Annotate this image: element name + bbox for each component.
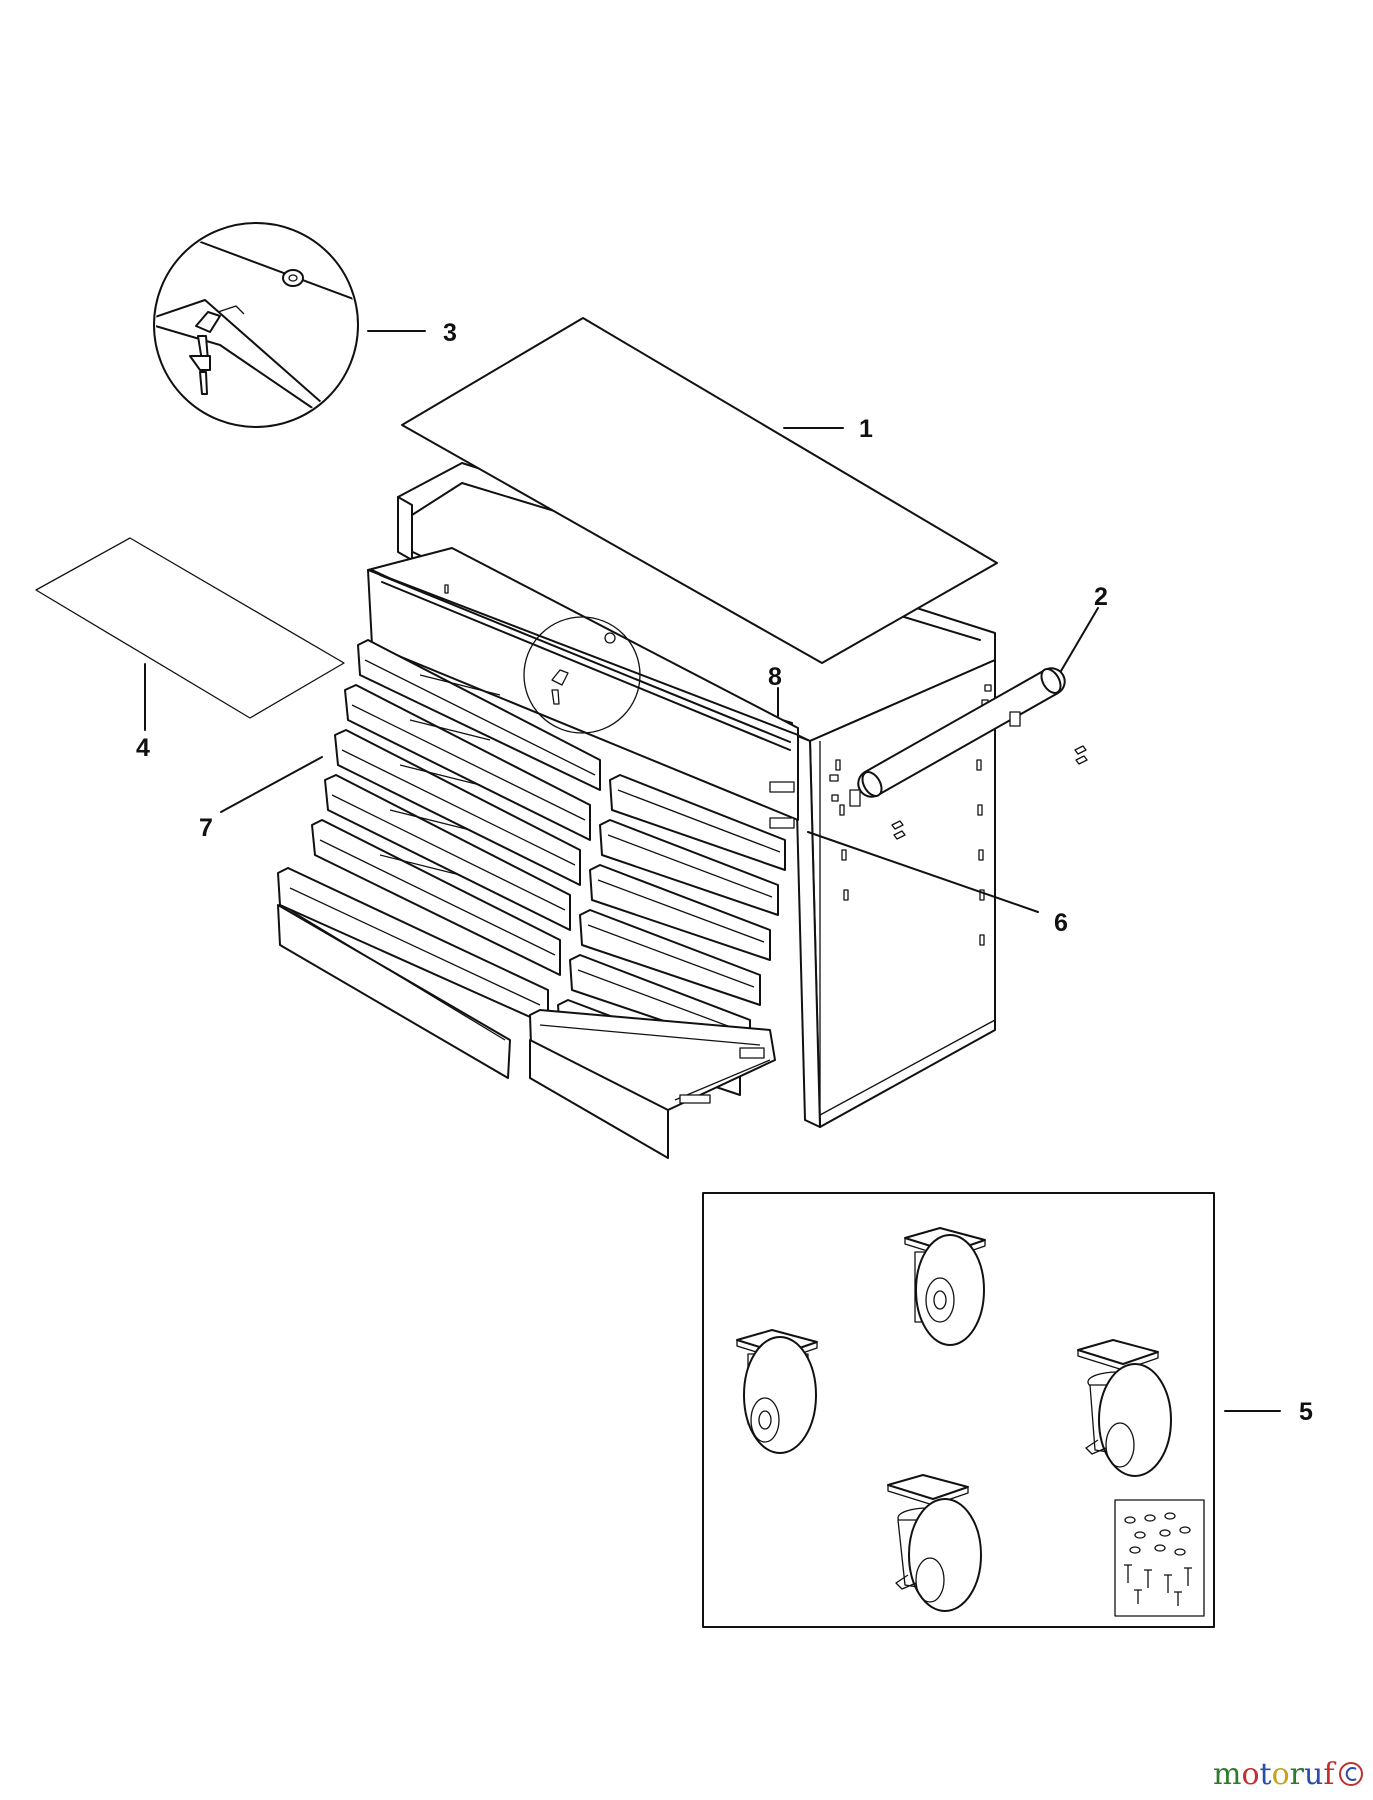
tool-cabinet (397, 462, 996, 1128)
drawers (277, 547, 799, 1159)
copyright-icon (1339, 1762, 1363, 1786)
rigid-caster-icon (736, 1329, 818, 1454)
lock-detail-ring (523, 616, 641, 734)
rigid-caster-icon (904, 1227, 986, 1346)
callout-4: 4 (136, 734, 150, 762)
callout-labels: 1 2 3 4 5 6 7 8 (136, 319, 1313, 1426)
callout-1: 1 (859, 415, 873, 443)
side-handle-part (849, 667, 1088, 840)
swivel-caster-icon (887, 1474, 982, 1612)
hardware-bag-icon (1114, 1499, 1205, 1617)
callout-2: 2 (1094, 583, 1108, 611)
watermark-letter: o (1241, 1757, 1259, 1792)
drawer-liner-part (35, 537, 345, 719)
callout-7: 7 (199, 814, 213, 842)
leader-lines (144, 330, 1281, 1412)
callout-6: 6 (1054, 909, 1068, 937)
swivel-caster-icon (1077, 1339, 1172, 1477)
svg-text:motoruf: motoruf (1213, 1757, 1336, 1792)
lock-detail-inset (153, 222, 359, 428)
watermark-letter: t (1260, 1757, 1272, 1792)
watermark-letter: u (1304, 1757, 1323, 1792)
caster-kit-box (702, 1192, 1215, 1628)
watermark-letter: o (1272, 1757, 1290, 1792)
watermark-letter: r (1290, 1757, 1305, 1792)
top-mat-part (401, 317, 998, 664)
callout-8: 8 (768, 663, 782, 691)
watermark-letter: f (1323, 1757, 1336, 1792)
watermark: motoruf (1213, 1757, 1363, 1792)
callout-5: 5 (1299, 1398, 1313, 1426)
watermark-letter: m (1213, 1757, 1241, 1792)
callout-3: 3 (443, 319, 457, 347)
